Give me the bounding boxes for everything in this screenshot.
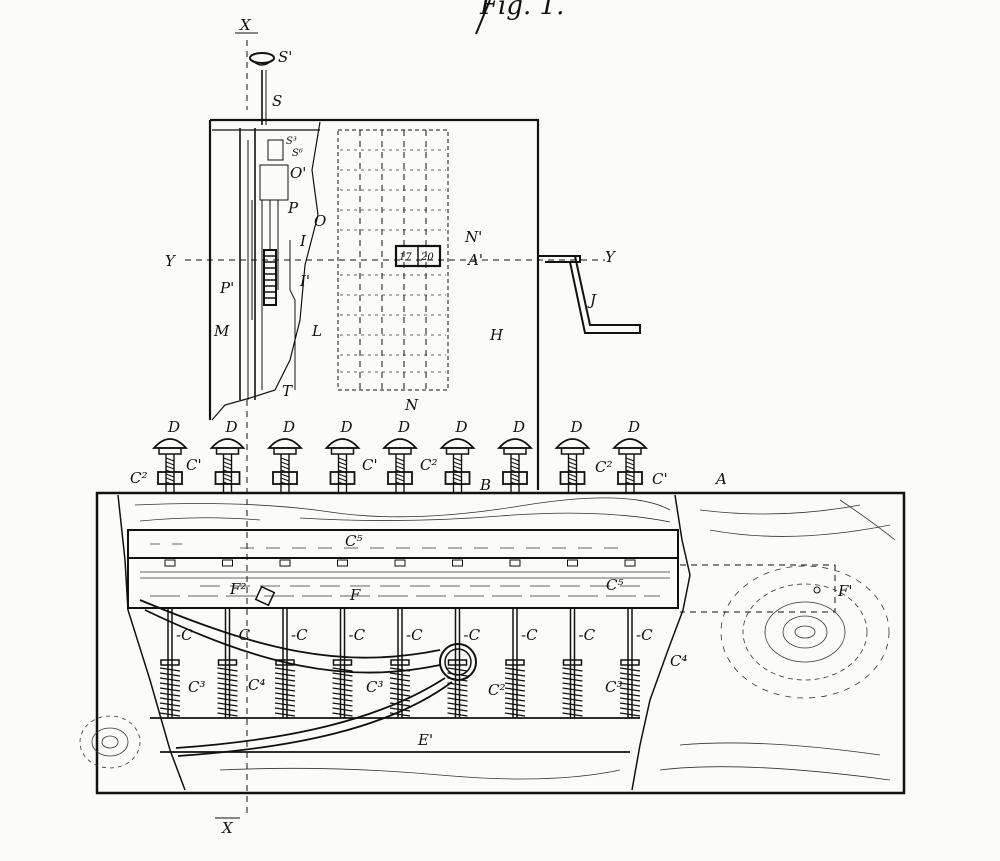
label-l: L — [311, 322, 322, 340]
label-p: P — [287, 199, 299, 217]
key-stems: -C-C-C-C-C-C-C-C-C — [159, 559, 653, 718]
label-i: I — [299, 232, 307, 250]
key-stem-c: -C — [332, 559, 366, 718]
key-label-d: D — [627, 418, 640, 436]
stem-label-c: -C — [636, 626, 653, 644]
stem-label-c: -C — [579, 626, 596, 644]
key-label-d: D — [225, 418, 238, 436]
key-d: D — [554, 418, 591, 493]
key-stem-c: -C — [619, 559, 653, 718]
label-f-prime: F' — [837, 582, 853, 600]
key-d: D — [209, 418, 246, 493]
label-n-prime: N' — [464, 228, 482, 246]
stem-label-c: -C — [521, 626, 538, 644]
label-e-prime: E' — [417, 731, 433, 749]
label-c2-a: C² — [130, 469, 148, 487]
label-m: M — [213, 322, 230, 340]
key-stem-c: -C — [562, 559, 596, 718]
register-wheels-n: 17 20 — [337, 129, 449, 391]
label-c4-left: C⁴ — [248, 676, 266, 694]
stem-label-c: -C — [291, 626, 308, 644]
casing-h — [208, 118, 540, 490]
label-f2: F² — [229, 580, 246, 598]
label-y-right: Y — [605, 248, 617, 266]
label-j: J — [587, 291, 597, 309]
stem-label-c: -C — [464, 626, 481, 644]
stem-label-c: -C — [406, 626, 423, 644]
stem-label-c: -C — [349, 626, 366, 644]
figure-heading: Fig. 1. — [479, 0, 564, 21]
counter-mechanism — [239, 52, 296, 400]
label-o: O — [314, 212, 326, 230]
label-b: B — [479, 476, 491, 494]
label-t: T — [282, 382, 293, 400]
label-c3-b: C³ — [366, 678, 384, 696]
label-x-bottom: X — [221, 819, 234, 837]
window-value-1: 17 — [399, 252, 412, 263]
label-c-prime-c: C' — [652, 470, 668, 488]
label-s: S — [272, 92, 282, 110]
label-c3-a: C³ — [188, 678, 206, 696]
label-s-prime: S' — [278, 48, 292, 66]
label-c2-b: C² — [420, 456, 438, 474]
key-d: D — [439, 418, 476, 493]
key-stem-c: -C — [274, 559, 308, 718]
key-d: D — [381, 418, 419, 493]
label-s3: S³ — [286, 136, 297, 147]
key-d: D — [496, 418, 534, 493]
label-c2-c: C² — [595, 458, 613, 476]
label-c-prime-a: C' — [186, 456, 202, 474]
label-s6: S⁶ — [292, 148, 303, 159]
key-label-d: D — [282, 418, 295, 436]
window-value-2: 20 — [420, 252, 434, 263]
key-label-d: D — [512, 418, 525, 436]
label-i-prime: I' — [299, 272, 310, 290]
key-stem-c: -C — [389, 559, 423, 718]
label-h: H — [489, 326, 504, 344]
key-label-d: D — [340, 418, 353, 436]
label-a: A — [714, 470, 727, 488]
label-c5-top: C⁵ — [345, 532, 363, 550]
lever-e-prime — [139, 585, 477, 757]
label-n: N — [404, 396, 419, 414]
key-label-d: D — [397, 418, 410, 436]
key-label-d: D — [570, 418, 583, 436]
key-label-d: D — [455, 418, 468, 436]
labels: S' S S³ S⁶ O' P O I I' P' M L T N' A' H … — [130, 48, 853, 749]
key-stem-c: -C — [447, 559, 481, 718]
crank-j — [538, 255, 641, 334]
label-c4-right: C⁴ — [670, 652, 688, 670]
label-y-left: Y — [165, 252, 177, 270]
key-stem-c: -C — [217, 559, 251, 718]
base-a — [79, 491, 906, 795]
label-a-prime: A' — [466, 251, 483, 269]
label-x-top: X — [239, 16, 252, 34]
label-c3-c: C³ — [605, 678, 623, 696]
key-label-d: D — [167, 418, 180, 436]
label-c-prime-b: C' — [362, 456, 378, 474]
key-d: D — [611, 418, 649, 493]
label-c2-lower: C² — [488, 681, 506, 699]
label-f: F — [349, 586, 361, 604]
label-o-prime: O' — [290, 164, 306, 182]
label-p-prime: P' — [219, 279, 234, 297]
label-c5-right: C⁵ — [606, 576, 624, 594]
key-d: D — [266, 418, 304, 493]
key-stem-c: -C — [504, 559, 538, 718]
key-d: D — [324, 418, 361, 493]
key-d: D — [151, 418, 189, 493]
